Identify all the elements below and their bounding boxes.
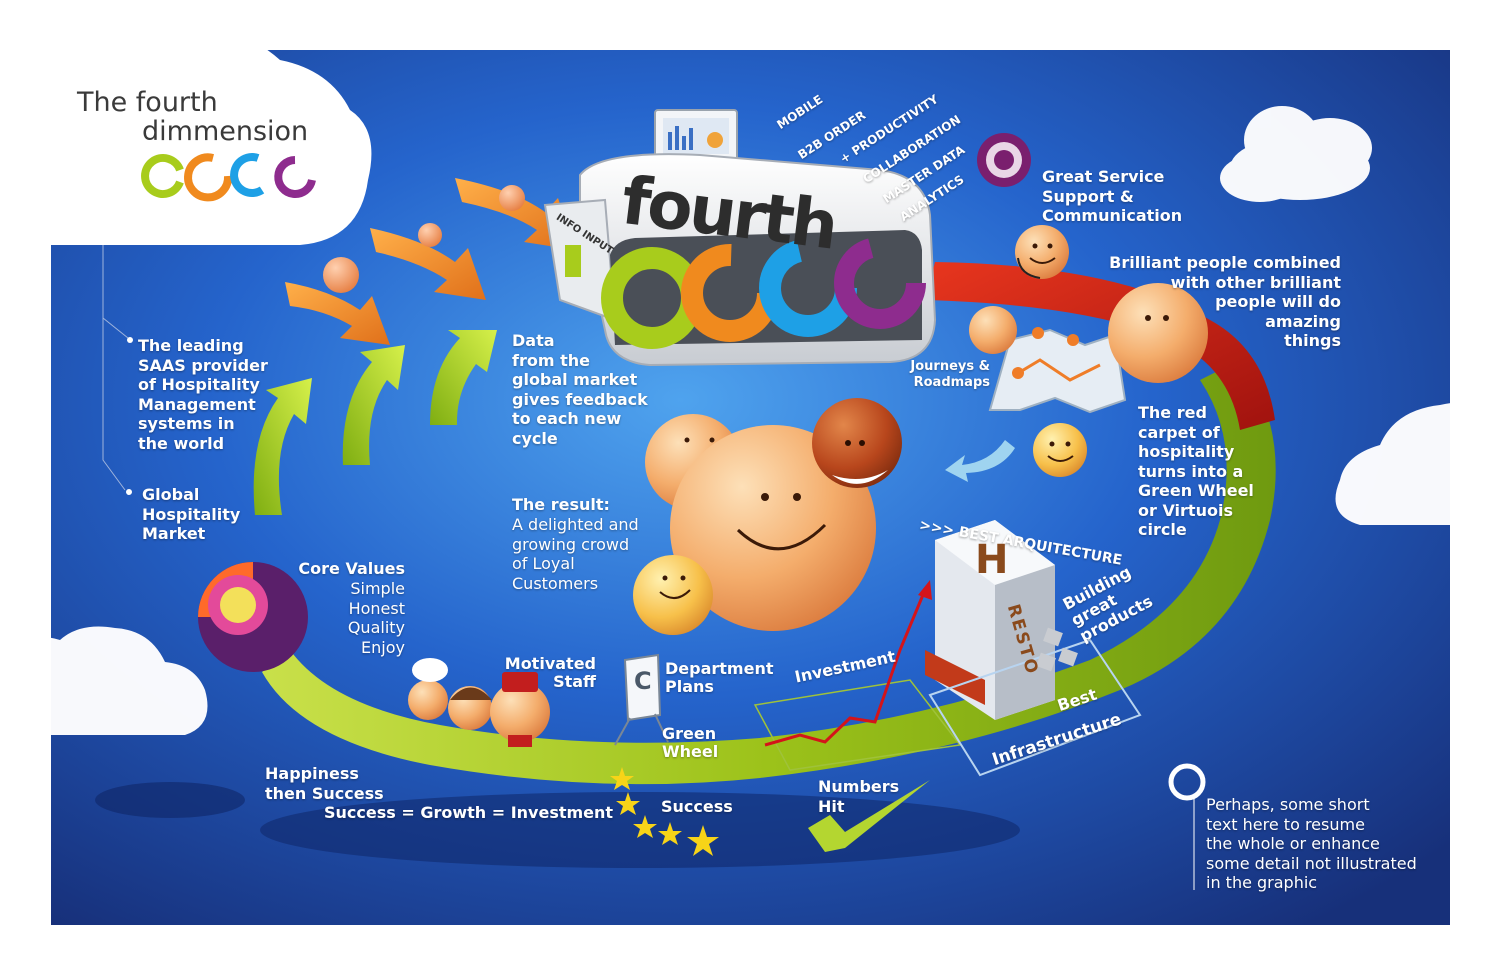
title-line-2: dimmension [142, 116, 309, 147]
logo-rings [141, 153, 316, 202]
hotel-letter: H [975, 537, 1009, 583]
brilliant-people-text: Brilliant people combined with other bri… [1109, 253, 1341, 350]
easel-letter: C [634, 667, 652, 695]
cloud-right-mid [1335, 402, 1500, 525]
success-formula-text: Success = Growth = Investment [324, 803, 614, 822]
global-market-text: Global Hospitality Market [142, 485, 241, 543]
face-journeys [969, 306, 1017, 354]
cloud-left-bottom [0, 626, 208, 735]
core-values-heading: Core Values [298, 559, 405, 578]
hotel-building [925, 520, 1055, 720]
data-feedback-text: Data from the global market gives feedba… [512, 331, 648, 448]
cloud-right-top [1220, 106, 1372, 202]
fourth-machine [543, 109, 937, 367]
ball-3 [499, 185, 525, 211]
stars [610, 767, 719, 856]
result-text: A delighted and growing crowd of Loyal C… [512, 515, 639, 593]
great-service-text: Great Service Support & Communication [1042, 167, 1183, 225]
core-values-list: Simple Honest Quality Enjoy [347, 579, 405, 657]
motivated-staff-text: Motivated Staff [504, 654, 596, 691]
green-wheel-text: Green Wheel [662, 724, 719, 761]
check-icon [808, 780, 930, 852]
infrastructure-platform [928, 638, 1142, 777]
face-yellow-right [1033, 423, 1087, 477]
journeys-text: Journeys & Roadmaps [910, 359, 990, 390]
department-plans-text: Department Plans [665, 659, 774, 696]
map-icon [988, 327, 1127, 414]
leading-saas-text: The leading SAAS provider of Hospitality… [138, 336, 268, 453]
easel-icon [614, 653, 669, 746]
result-heading: The result: [512, 495, 610, 514]
green-wheel-band [262, 360, 1276, 785]
summary-note: Perhaps, some short text here to resume … [1206, 795, 1417, 892]
happiness-text: Happiness then Success [265, 764, 384, 803]
red-carpet-band [925, 262, 1275, 430]
face-service [1015, 225, 1069, 279]
info-ring-icon [1168, 763, 1206, 801]
numbers-hit-text: Numbers Hit [818, 777, 900, 816]
return-arrow [945, 440, 1015, 482]
red-carpet-text: The red carpet of hospitality turns into… [1138, 403, 1254, 539]
green-arrows [253, 330, 497, 515]
ball-1 [323, 257, 359, 293]
staff-faces [408, 658, 550, 747]
product-cubes [1036, 627, 1078, 672]
face-brilliant [1108, 283, 1208, 383]
investment-chart [753, 580, 962, 771]
crowd-faces [633, 398, 902, 635]
title-line-1: The fourth [77, 87, 218, 118]
success-text: Success [661, 797, 733, 816]
orange-arrows [285, 178, 575, 345]
target-icon [977, 133, 1031, 187]
ball-2 [418, 223, 442, 247]
core-sphere [198, 562, 308, 672]
